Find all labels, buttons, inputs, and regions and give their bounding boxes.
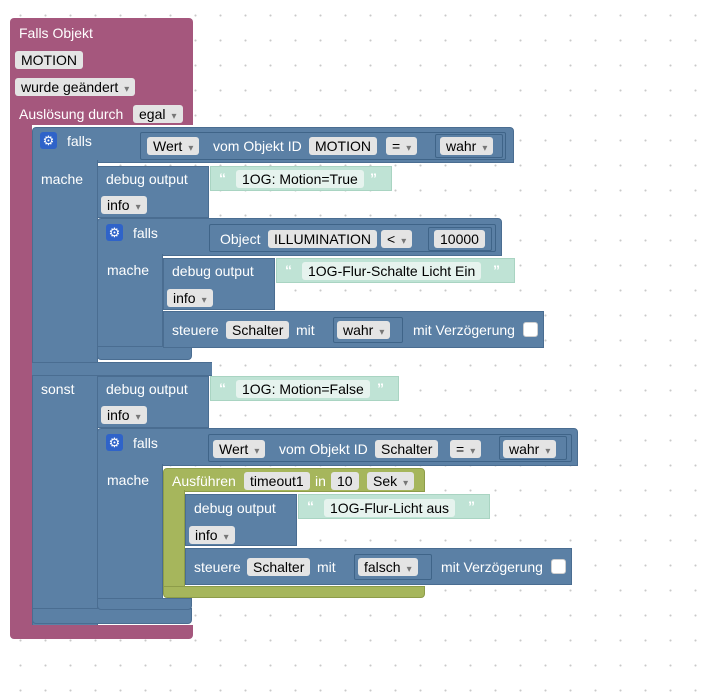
quote-close-icon: ” [493,262,500,278]
debug-text-field[interactable]: 1OG: Motion=True [236,170,364,188]
number-slot [428,227,492,251]
debug-output-block[interactable] [185,494,297,546]
timeout-footer [163,586,425,598]
trigger-event-dropdown[interactable]: wurde geändert [15,78,136,96]
control-target-field[interactable]: Schalter [226,321,290,339]
condition-value-dropdown[interactable]: wahr [440,137,494,155]
control-label: steuere [194,559,241,575]
if-mache-label: mache [41,171,84,187]
inner-if-footer [97,346,192,360]
debug-output-label: debug output [106,171,188,187]
condition-property-dropdown[interactable]: Wert [213,440,266,458]
condition-value-slot [499,436,567,460]
trigger-label: Auslösung durch [19,106,124,122]
number-field[interactable]: 10000 [434,230,485,248]
if-sonst-label: sonst [41,381,75,397]
condition-object-id[interactable]: MOTION [309,137,377,155]
gear-icon[interactable]: ⚙ [106,224,123,241]
debug-output-label: debug output [172,263,254,279]
timeout-amount-field[interactable]: 10 [331,472,359,490]
control-delay-label: mit Verzögerung [413,322,515,338]
quote-open-icon: “ [307,498,314,514]
trigger-block-spine [10,120,32,635]
debug-text-field[interactable]: 1OG: Motion=False [236,380,370,398]
condition-value-slot [435,134,503,158]
if-falls-label: falls [67,133,92,149]
inner-if-mache-label: mache [107,262,150,278]
condition-property-dropdown[interactable]: Wert [147,137,200,155]
if-else-sonst-row [32,362,212,376]
control-value-slot [333,317,403,343]
quote-close-icon: ” [377,380,384,396]
debug-text-field[interactable]: 1OG-Flur-Schalte Licht Ein [302,262,482,280]
else-if-falls-label: falls [133,435,158,451]
trigger-block-footer [10,625,193,639]
trigger-value-dropdown[interactable]: egal [133,105,183,123]
condition-of-object-label: vom Objekt ID [279,441,368,457]
control-value-slot [354,554,432,580]
control-delay-label: mit Verzögerung [441,559,543,575]
timeout-label: Ausführen [172,473,236,489]
inner-if-spine [97,254,163,354]
quote-close-icon: ” [370,170,377,186]
debug-output-label: debug output [194,500,276,516]
object-id-field[interactable]: ILLUMINATION [268,230,377,248]
condition-object-id[interactable]: Schalter [375,440,439,458]
timeout-name-field[interactable]: timeout1 [244,472,310,490]
trigger-title: Falls Objekt [19,25,93,41]
control-label: steuere [172,322,219,338]
else-if-mache-label: mache [107,472,150,488]
inner-if-falls-label: falls [133,225,158,241]
gear-icon[interactable]: ⚙ [40,132,57,149]
delay-checkbox[interactable] [523,322,538,337]
debug-level-dropdown[interactable]: info [101,406,147,424]
trigger-object-field[interactable]: MOTION [15,51,83,69]
else-if-footer [97,598,192,610]
operator-dropdown[interactable]: < [381,230,413,248]
quote-open-icon: “ [219,170,226,186]
condition-operator-dropdown[interactable]: = [450,440,482,458]
control-target-field[interactable]: Schalter [247,558,311,576]
condition-value-dropdown[interactable]: wahr [503,440,557,458]
debug-level-dropdown[interactable]: info [167,289,213,307]
object-label: Object [220,231,261,247]
quote-open-icon: “ [219,380,226,396]
gear-icon[interactable]: ⚙ [106,434,123,451]
debug-level-dropdown[interactable]: info [189,526,235,544]
if-else-block-footer [32,608,192,624]
debug-text-field[interactable]: 1OG-Flur-Licht aus [324,499,456,517]
if-else-block-spine [32,160,98,625]
quote-open-icon: “ [285,262,292,278]
timeout-spine [163,490,185,590]
control-value-dropdown[interactable]: falsch [358,558,418,576]
condition-of-object-label: vom Objekt ID [213,138,302,154]
debug-output-label: debug output [106,381,188,397]
control-with-label: mit [296,322,315,338]
control-with-label: mit [317,559,336,575]
delay-checkbox[interactable] [551,559,566,574]
control-value-dropdown[interactable]: wahr [337,321,391,339]
debug-level-dropdown[interactable]: info [101,196,147,214]
timeout-in-label: in [315,473,326,489]
condition-operator-dropdown[interactable]: = [386,137,418,155]
quote-close-icon: ” [468,498,475,514]
timeout-unit-dropdown[interactable]: Sek [367,472,415,490]
